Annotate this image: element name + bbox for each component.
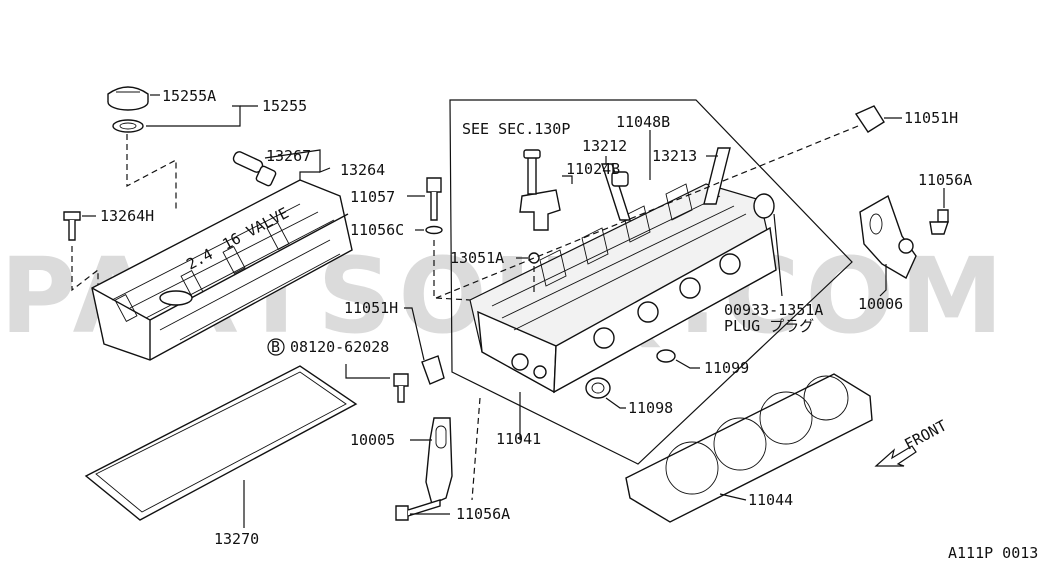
oil-filler-cap[interactable] xyxy=(107,86,149,111)
plug-13051A[interactable] xyxy=(528,252,540,264)
label-13267: 13267 xyxy=(266,147,311,165)
pcv-valve[interactable] xyxy=(232,150,277,187)
plug-11051H-right[interactable] xyxy=(854,105,885,133)
label-11057: 11057 xyxy=(350,188,395,206)
label-13270: 13270 xyxy=(214,530,259,548)
plug-00933[interactable] xyxy=(753,193,775,219)
plug-11051H-left[interactable] xyxy=(421,355,445,385)
bracket-10006[interactable] xyxy=(859,194,917,279)
label-11048B: 11048B xyxy=(616,113,670,131)
label-13051A: 13051A xyxy=(450,249,504,267)
label-13212: 13212 xyxy=(582,137,627,155)
label-11099: 11099 xyxy=(704,359,749,377)
label-15255: 15255 xyxy=(262,97,307,115)
label-00933-1351A: 00933-1351A xyxy=(724,301,823,319)
label-11056A-right: 11056A xyxy=(918,171,972,189)
cover-bolt[interactable] xyxy=(63,211,81,241)
label-11056A-bottom: 11056A xyxy=(456,505,510,523)
valve-cover[interactable] xyxy=(91,179,353,361)
label-08120-62028: 08120-62028 xyxy=(290,338,389,356)
label-11051H-right: 11051H xyxy=(904,109,958,127)
valve-stem[interactable] xyxy=(523,149,541,195)
washer-11056C[interactable] xyxy=(425,225,443,235)
bolt-11056A-bottom[interactable] xyxy=(395,499,441,521)
label-15255A: 15255A xyxy=(162,87,216,105)
filler-cap-seal[interactable] xyxy=(112,119,144,133)
label-11024B: 11024B xyxy=(566,160,620,178)
label-13264H: 13264H xyxy=(100,207,154,225)
label-11044: 11044 xyxy=(748,491,793,509)
spring-13213[interactable] xyxy=(703,147,731,205)
bolt-symbol: B xyxy=(271,338,280,356)
cylinder-head[interactable] xyxy=(469,183,777,394)
valve-seal-11048B[interactable] xyxy=(611,171,629,187)
pushrod-13212[interactable] xyxy=(601,163,631,221)
see-section-label: SEE SEC.130P xyxy=(462,120,570,138)
valve-cover-gasket[interactable] xyxy=(84,365,358,521)
head-gasket[interactable] xyxy=(625,373,873,523)
label-plug: PLUG プラグ xyxy=(724,317,814,335)
label-11098: 11098 xyxy=(628,399,673,417)
label-11051H-left: 11051H xyxy=(344,299,398,317)
label-11041: 11041 xyxy=(496,430,541,448)
front-label: FRONT xyxy=(901,416,949,453)
label-11056C: 11056C xyxy=(350,221,404,239)
plug-11099[interactable] xyxy=(656,349,676,363)
label-13213: 13213 xyxy=(652,147,697,165)
bolt-08120[interactable] xyxy=(393,373,409,403)
label-10006: 10006 xyxy=(858,295,903,313)
label-10005: 10005 xyxy=(350,431,395,449)
label-13264: 13264 xyxy=(340,161,385,179)
front-arrow-icon xyxy=(874,445,917,467)
seal-11098[interactable] xyxy=(585,377,611,399)
head-bolt-11057[interactable] xyxy=(426,177,442,221)
bolt-11056A-right[interactable] xyxy=(929,209,949,235)
bracket-10005[interactable] xyxy=(425,417,453,505)
rocker-arm[interactable] xyxy=(519,189,561,231)
figure-code: A111P 0013 xyxy=(948,544,1038,562)
